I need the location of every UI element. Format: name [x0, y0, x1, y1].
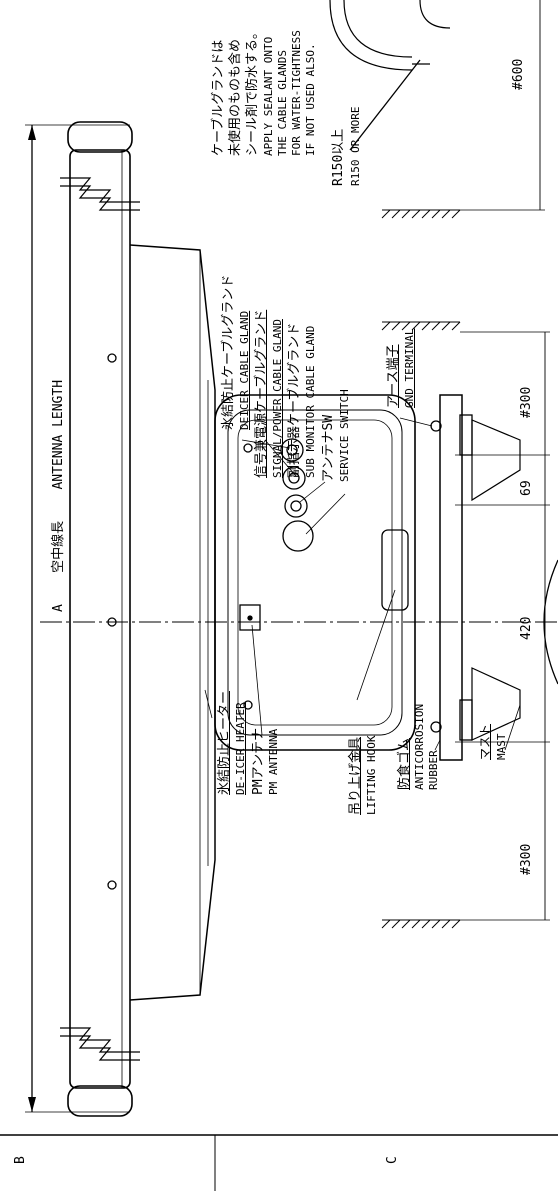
- mast-jp: マスト: [478, 723, 492, 760]
- sealant-note-jp3: シール剤で防水する。: [245, 25, 260, 156]
- lifting-hook-en: LIFTING HOOK: [365, 735, 378, 815]
- cable-bend-3: [419, 0, 451, 29]
- leader-deicer: [241, 439, 291, 449]
- sealant-note-en3: FOR WATER-TIGHTNESS: [290, 30, 303, 156]
- leader-signal: [264, 439, 297, 477]
- gnd-terminal-en: GND TERMINAL: [403, 328, 416, 408]
- sealant-note-en1: APPLY SEALANT ONTO: [262, 36, 275, 156]
- sub-monitor-en: SUB MONITOR CABLE GLAND: [304, 325, 317, 478]
- pedestal-body: [214, 394, 416, 751]
- deicer-gland-en: DEICER CABLE GLAND: [238, 310, 251, 430]
- deicer-heater-en: DE-ICER HEATER: [234, 702, 247, 795]
- sealant-note-en4: IF NOT USED ALSO.: [304, 43, 317, 156]
- arrow-top: [28, 125, 36, 140]
- antenna-length-jp: 空中線長: [51, 520, 66, 573]
- support-housing: [129, 244, 216, 1001]
- end-cap-top: [67, 121, 133, 153]
- deicer-heater-jp: 氷結防止ヒーター: [217, 690, 232, 795]
- break-symbol-bottom2: [60, 1035, 140, 1061]
- leader-heater: [204, 689, 213, 719]
- pm-antenna-jp: PMアンテナ: [251, 727, 266, 795]
- dim-420: 420: [519, 616, 534, 640]
- gland-sub-monitor: [284, 494, 308, 518]
- lifting-hook-jp: 吊り上げ金具: [348, 736, 363, 815]
- hole-1: [107, 353, 117, 363]
- antenna-length-en: ANTENNA LENGTH: [51, 379, 66, 490]
- break-symbol-top2: [60, 185, 140, 211]
- hatch-bottom: [381, 919, 461, 929]
- sealant-note-jp1: ケーブルグランドは: [211, 39, 226, 156]
- service-switch-knob: [282, 520, 314, 552]
- pm-antenna-box: [239, 604, 261, 631]
- bend-radius-jp: R150以上: [331, 128, 346, 186]
- dim-600: #600: [511, 58, 526, 90]
- anticorrosion-jp: 防食ゴム: [397, 737, 412, 790]
- leader-pm: [251, 624, 263, 736]
- leader-switch: [305, 493, 346, 535]
- pm-antenna-en: PM ANTENNA: [267, 728, 280, 795]
- cable-bend-1: [329, 0, 413, 71]
- hatch-middle: [381, 321, 461, 331]
- frame-letter-c: C: [385, 1156, 400, 1164]
- arrow-bottom: [28, 1097, 36, 1112]
- dim-69: 69: [519, 480, 534, 496]
- frame-letter-b: B: [13, 1156, 28, 1164]
- antenna-radiator: [69, 149, 131, 1089]
- dim-300-top: #300: [519, 386, 534, 418]
- mast-bracket-left: [471, 419, 521, 502]
- antenna-length-label: A 空中線長 ANTENNA LENGTH: [51, 379, 66, 612]
- leader-hook: [356, 589, 396, 701]
- deicer-gland-jp: 氷結防止ケーブルグランド: [221, 274, 236, 430]
- service-switch-en: SERVICE SWITCH: [338, 389, 351, 482]
- mast-en: MAST: [495, 733, 508, 761]
- gnd-terminal-jp: アース端子: [386, 344, 401, 408]
- mast-bracket-right: [471, 667, 521, 741]
- signal-power-en: SIGNAL/POWER CABLE GLAND: [271, 319, 284, 478]
- end-cap-bottom: [67, 1085, 133, 1117]
- bend-radius-en: R150 OR MORE: [349, 106, 362, 186]
- gland-signal-power: [282, 466, 306, 490]
- anticorrosion-en2: RUBBER: [427, 750, 440, 790]
- signal-power-jp: 信号兼電源ケーブルグランド: [254, 309, 269, 478]
- gland-deicer: [280, 438, 304, 462]
- antenna-length-letter: A: [51, 604, 66, 612]
- sealant-note-jp2: 未使用のものも含め: [228, 38, 243, 156]
- dim-300-bottom: #300: [519, 843, 534, 875]
- sub-monitor-jp: 副指示器ケーブルグランド: [287, 322, 302, 478]
- cable-bend-2: [343, 0, 413, 58]
- base-plate: [439, 394, 463, 761]
- lifting-hook-slot: [381, 529, 409, 611]
- hole-3: [107, 880, 117, 890]
- hatch-top: [381, 209, 461, 219]
- leader-gnd: [399, 417, 433, 427]
- anticorrosion-en1: ANTICORROSION: [413, 703, 426, 790]
- leader-mast: [504, 704, 521, 751]
- service-switch-jp: アンテナSW: [321, 414, 336, 482]
- leader-sub: [299, 481, 326, 503]
- sealant-note-en2: THE CABLE GLANDS: [276, 50, 289, 156]
- leader-rubber: [434, 739, 441, 751]
- mast-outline: [543, 559, 558, 685]
